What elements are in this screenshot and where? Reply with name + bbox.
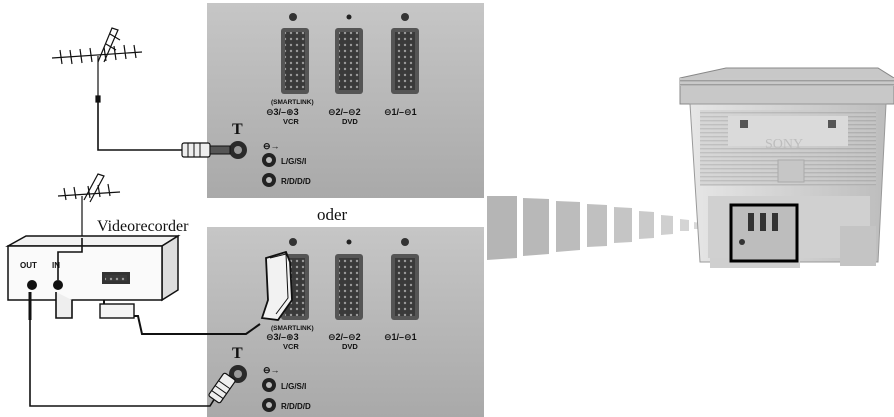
vcr-in-plug <box>55 292 73 319</box>
tv-panel-bottom: T ⊖→ <box>207 227 484 417</box>
audio-input-icon: ⊖→ <box>263 365 280 375</box>
oder-label: oder <box>317 205 348 224</box>
audio-right-label: R/D/D/D <box>281 177 311 186</box>
aerial-cable-to-vcr <box>57 238 83 280</box>
svg-text:T: T <box>232 345 243 362</box>
audio-socket-right-top <box>262 173 276 187</box>
audio-input-icon: ⊖→ <box>263 141 280 151</box>
aerial-cable-top <box>97 102 182 151</box>
tv-panel-top: T ⊖→ <box>207 3 484 198</box>
scart3-label: ⊖3/–⊕3 <box>266 332 299 342</box>
audio-left-label: L/G/S/I <box>281 157 306 166</box>
audio-left-label: L/G/S/I <box>281 382 306 391</box>
vcr-out-socket <box>27 280 37 290</box>
scart3-label: ⊖3/–⊕3 <box>266 107 299 117</box>
connector-highlight-box <box>729 203 799 263</box>
scart-socket-1-bottom <box>391 238 419 320</box>
scart-socket-3-top <box>281 13 309 94</box>
vcr-in-socket <box>53 280 63 290</box>
aerial-socket-top: T <box>229 121 247 159</box>
antenna-icon <box>51 27 143 103</box>
scart2-label: ⊖2/–⊖2 <box>328 107 361 117</box>
smartlink-label: (SMARTLINK) <box>271 325 314 332</box>
audio-socket-left-bottom <box>262 378 276 392</box>
vcr-out-label: OUT <box>20 261 37 270</box>
scart1-label: ⊖1/–⊖1 <box>384 107 417 117</box>
audio-right-label: R/D/D/D <box>281 402 311 411</box>
svg-text:T: T <box>232 121 243 138</box>
scart1-label: ⊖1/–⊖1 <box>384 332 417 342</box>
audio-socket-left-top <box>262 153 276 167</box>
videorecorder-label: Videorecorder <box>97 218 189 235</box>
tv-rear-view: SONY <box>679 67 894 268</box>
scart-cable <box>99 250 293 335</box>
scart2-label: ⊖2/–⊖2 <box>328 332 361 342</box>
vcr-device <box>5 234 181 302</box>
scart3-name: VCR <box>283 342 299 351</box>
audio-socket-right-bottom <box>262 398 276 412</box>
vcr-in-label: IN <box>52 261 60 270</box>
aerial-plug-bottom <box>208 372 236 404</box>
scart3-name: VCR <box>283 117 299 126</box>
scart-socket-2-bottom <box>335 239 363 320</box>
aerial-cable-vcr-to-tv <box>29 320 221 407</box>
scart2-name: DVD <box>342 117 358 126</box>
smartlink-label: (SMARTLINK) <box>271 99 314 106</box>
zoom-indicator <box>487 196 700 260</box>
scart-socket-2-top <box>335 14 363 94</box>
aerial-plug-top <box>181 142 231 158</box>
sony-logo: SONY <box>765 137 803 152</box>
scart2-name: DVD <box>342 342 358 351</box>
antenna-icon <box>57 173 121 238</box>
scart-socket-1-top <box>391 13 419 94</box>
